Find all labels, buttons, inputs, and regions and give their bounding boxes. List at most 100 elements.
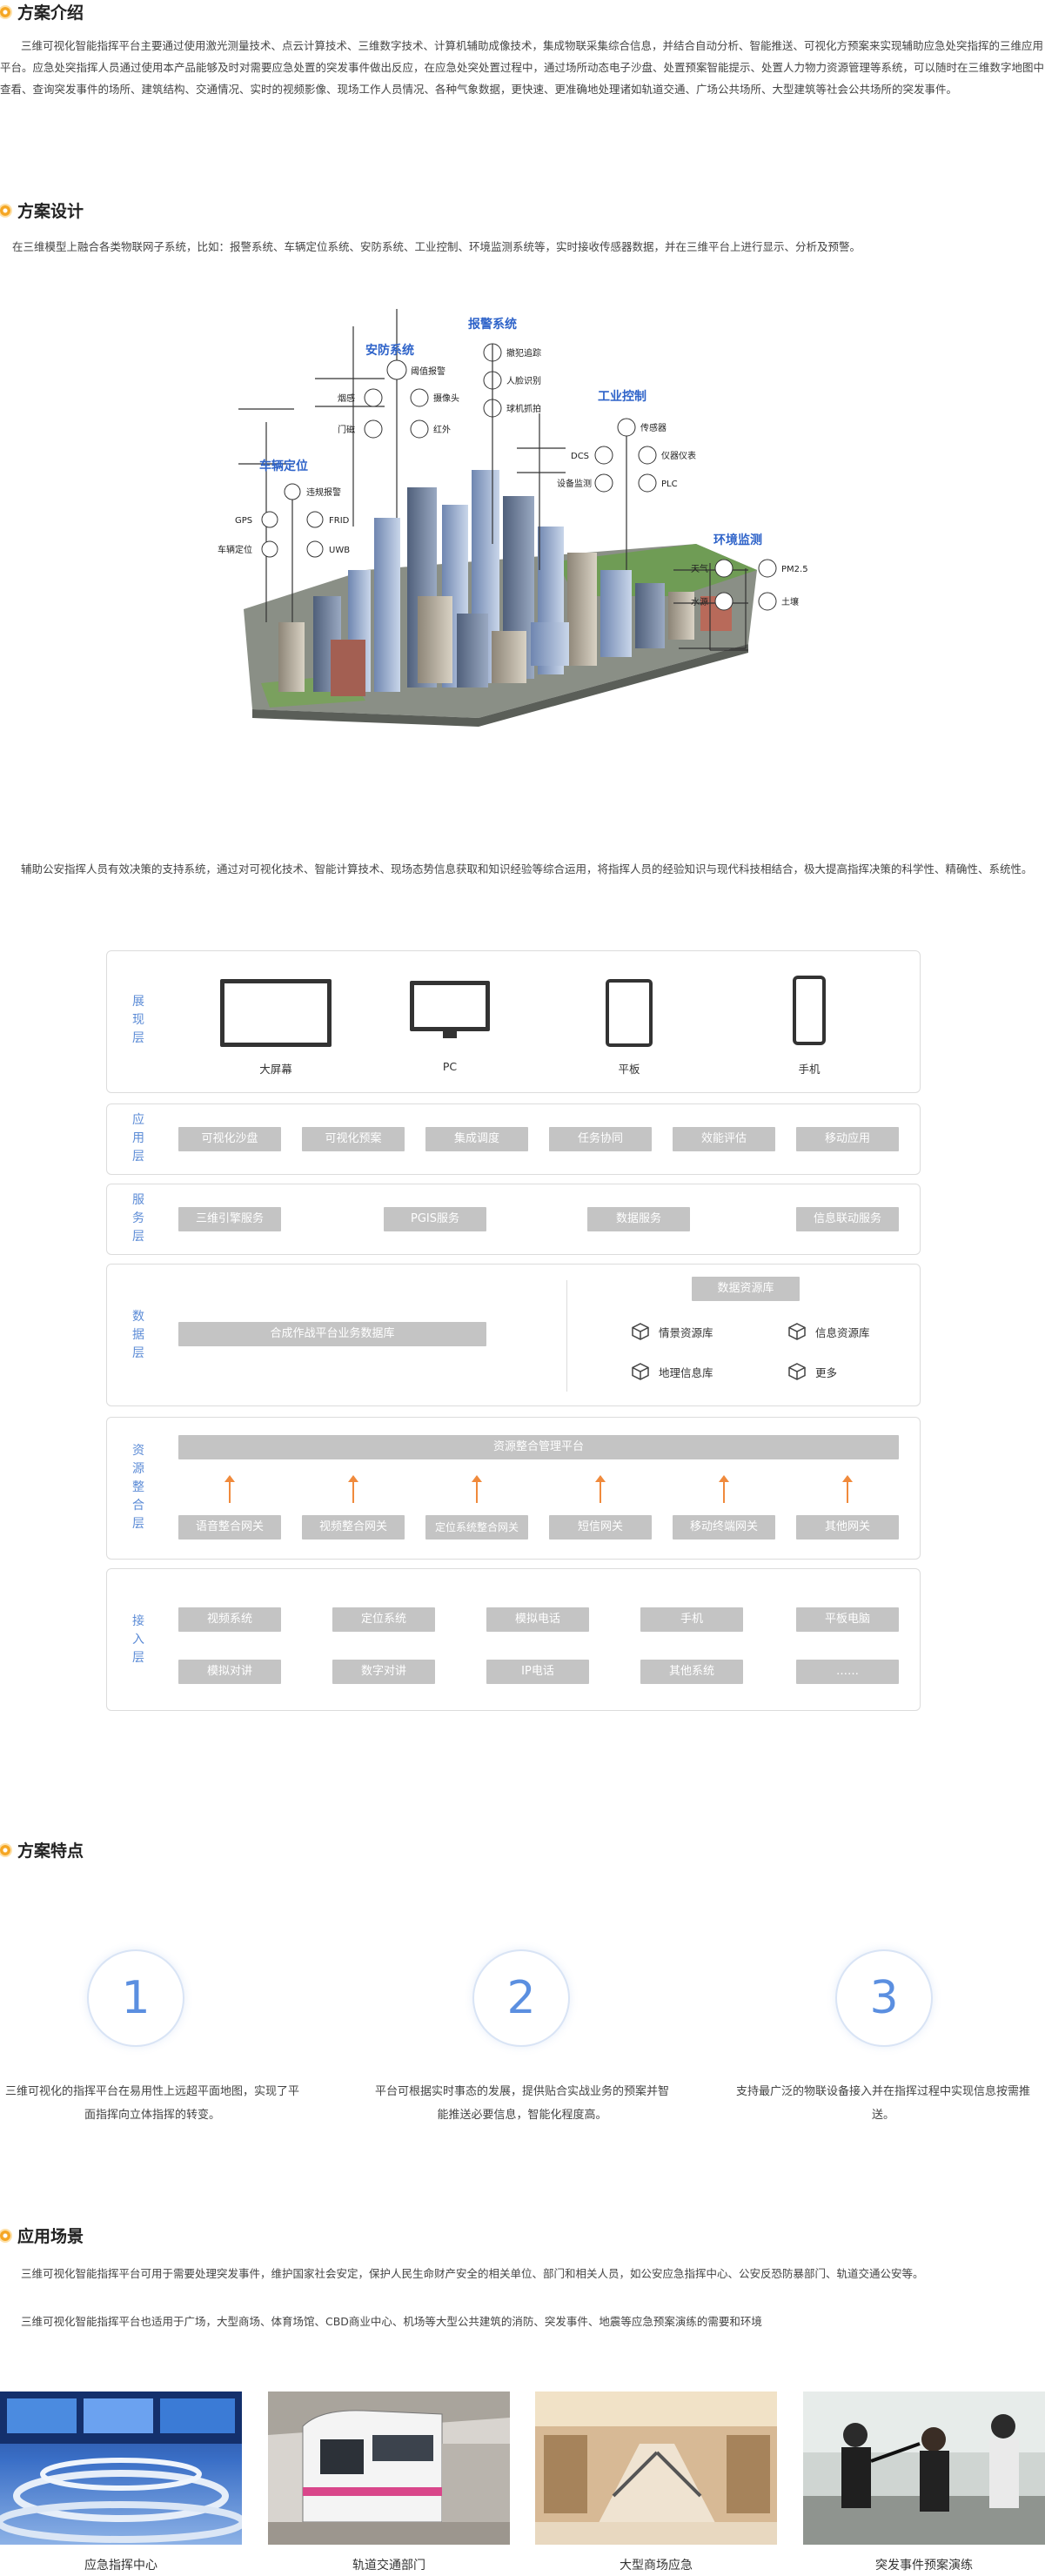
group-industrial: 工业控制 传感器 DCS 仪器仪表 设备监测 PLC <box>557 389 696 570</box>
svg-text:水源: 水源 <box>691 596 708 607</box>
svg-text:传感器: 传感器 <box>640 422 667 433</box>
feature-number-1: 1 <box>87 1949 184 2047</box>
arrow-up-icon <box>348 1475 358 1503</box>
feature-text-2: 平台可根据实时事态的发展，提供贴合实战业务的预案并智能推送必要信息，智能化程度高… <box>374 2085 669 2122</box>
device-pc-icon <box>410 981 490 1038</box>
photo-command-center <box>0 2392 242 2545</box>
gateway-chip: 视频整合网关 <box>302 1515 405 1540</box>
cube-icon <box>788 1363 806 1380</box>
layer-label-service: 服务层 <box>132 1193 144 1244</box>
drill-scene <box>803 2392 1045 2545</box>
layer-label-presentation: 展现层 <box>132 995 144 1045</box>
svg-text:阈值报警: 阈值报警 <box>411 366 445 377</box>
app-chip: 效能评估 <box>673 1127 775 1151</box>
photo-drill <box>803 2392 1045 2545</box>
layer-label-application: 应用层 <box>132 1113 144 1164</box>
city-diagram: 安防系统 阈值报警 烟感 摄像头 门磁 红外 报警系统 撤犯追踪 人脸识别 球机… <box>218 309 808 727</box>
group-environment: 环境监测 天气 PM2.5 水源 土壤 <box>679 533 808 649</box>
svg-text:人脸识别: 人脸识别 <box>506 375 541 386</box>
smart-city-illustration: 安防系统 阈值报警 烟感 摄像头 门磁 红外 报警系统 撤犯追踪 人脸识别 球机… <box>191 309 835 766</box>
integration-platform-chip: 资源整合管理平台 <box>178 1435 899 1459</box>
photo-caption: 大型商场应急 <box>620 2559 693 2573</box>
gateway-chip: 移动终端网关 <box>673 1515 775 1540</box>
access-chip: 其他系统 <box>640 1660 743 1684</box>
svg-text:仪器仪表: 仪器仪表 <box>661 450 696 461</box>
command-center-scene <box>0 2392 242 2543</box>
section-bullet-icon <box>0 6 10 17</box>
app-chip: 移动应用 <box>796 1127 899 1151</box>
svg-text:GPS: GPS <box>235 516 252 526</box>
arrow-up-icon <box>595 1475 606 1503</box>
photo-subway <box>268 2392 510 2545</box>
app-chip: 集成调度 <box>425 1127 528 1151</box>
app-chip: 任务协同 <box>549 1127 652 1151</box>
svg-text:安防系统: 安防系统 <box>365 343 414 358</box>
svg-text:环境监测: 环境监测 <box>713 533 762 547</box>
service-chip: 数据服务 <box>587 1207 690 1231</box>
app-chip: 可视化沙盘 <box>178 1127 281 1151</box>
arrow-up-icon <box>472 1475 482 1503</box>
access-chip: 数字对讲 <box>332 1660 435 1684</box>
layer-label-access: 接入层 <box>132 1614 144 1665</box>
service-chip: 三维引擎服务 <box>178 1207 281 1231</box>
photo-mall <box>535 2392 777 2545</box>
svg-text:烟感: 烟感 <box>338 392 355 404</box>
svg-text:设备监测: 设备监测 <box>557 478 592 489</box>
access-chip: 模拟电话 <box>486 1607 589 1632</box>
resource-item: 地理信息库 <box>631 1362 713 1381</box>
svg-text:车辆定位: 车辆定位 <box>218 544 252 555</box>
gateway-chip: 其他网关 <box>796 1515 899 1540</box>
cube-icon <box>632 1323 649 1340</box>
layer-presentation: 展现层 大屏幕 PC 平板 手机 <box>106 950 921 1093</box>
device-label: 手机 <box>798 1063 821 1076</box>
device-label: PC <box>442 1060 458 1073</box>
feature-number-3: 3 <box>835 1949 933 2047</box>
section-bullet-icon <box>0 205 10 216</box>
group-alarm: 报警系统 撤犯追踪 人脸识别 球机抓拍 <box>468 317 541 544</box>
design-title: 方案设计 <box>0 198 84 222</box>
feature-number-2: 2 <box>472 1949 570 2047</box>
data-divider <box>566 1280 567 1392</box>
access-chip: IP电话 <box>486 1660 589 1684</box>
layer-service: 服务层 三维引擎服务 PGIS服务 数据服务 信息联动服务 <box>106 1184 921 1255</box>
access-chip: 视频系统 <box>178 1607 281 1632</box>
connector-lines <box>238 309 748 651</box>
access-chip: 手机 <box>640 1607 743 1632</box>
device-phone-icon <box>793 976 826 1045</box>
svg-text:DCS: DCS <box>571 452 589 461</box>
resource-item: 更多 <box>787 1362 837 1381</box>
gateway-chip: 语音整合网关 <box>178 1515 281 1540</box>
data-resource-title-chip: 数据资源库 <box>692 1277 800 1301</box>
app-chip: 可视化预案 <box>302 1127 405 1151</box>
intro-paragraph: 三维可视化智能指挥平台主要通过使用激光测量技术、点云计算技术、三维数字技术、计算… <box>0 39 1045 96</box>
arrow-up-icon <box>842 1475 853 1503</box>
arrow-up-icon <box>224 1475 235 1503</box>
device-label: 平板 <box>618 1063 640 1076</box>
subway-scene <box>268 2392 510 2545</box>
device-tablet-icon <box>606 979 653 1047</box>
layer-label-integration: 资源整合层 <box>132 1444 144 1531</box>
gateway-chip: 定位系统整合网关 <box>425 1515 528 1540</box>
section-bullet-icon <box>0 1844 10 1855</box>
features-title: 方案特点 <box>0 1838 84 1862</box>
resource-item: 信息资源库 <box>787 1322 870 1341</box>
svg-text:土壤: 土壤 <box>781 596 799 607</box>
device-big-screen-icon <box>220 979 332 1047</box>
photo-caption: 应急指挥中心 <box>84 2559 157 2573</box>
scenes-paragraph-2: 三维可视化智能指挥平台也适用于广场，大型商场、体育场馆、CBD商业中心、机场等大… <box>21 2315 762 2328</box>
city-buildings <box>278 470 732 696</box>
scenes-title: 应用场景 <box>0 2224 84 2247</box>
svg-text:门磁: 门磁 <box>338 424 355 435</box>
feature-text-1: 三维可视化的指挥平台在易用性上远超平面地图，实现了平面指挥向立体指挥的转变。 <box>4 2085 299 2122</box>
access-chip: 模拟对讲 <box>178 1660 281 1684</box>
feature-text-3: 支持最广泛的物联设备接入并在指挥过程中实现信息按需推送。 <box>735 2085 1030 2122</box>
access-chip: 定位系统 <box>332 1607 435 1632</box>
service-chip: PGIS服务 <box>384 1207 486 1231</box>
svg-text:UWB: UWB <box>329 546 350 555</box>
layer-data: 数据层 合成作战平台业务数据库 数据资源库 情景资源库 信息资源库 地理信息库 … <box>106 1264 921 1406</box>
mall-scene <box>535 2392 777 2545</box>
access-chip: …… <box>796 1660 899 1684</box>
svg-text:红外: 红外 <box>433 424 451 435</box>
cube-icon <box>788 1323 806 1340</box>
intro-title: 方案介绍 <box>0 0 84 23</box>
